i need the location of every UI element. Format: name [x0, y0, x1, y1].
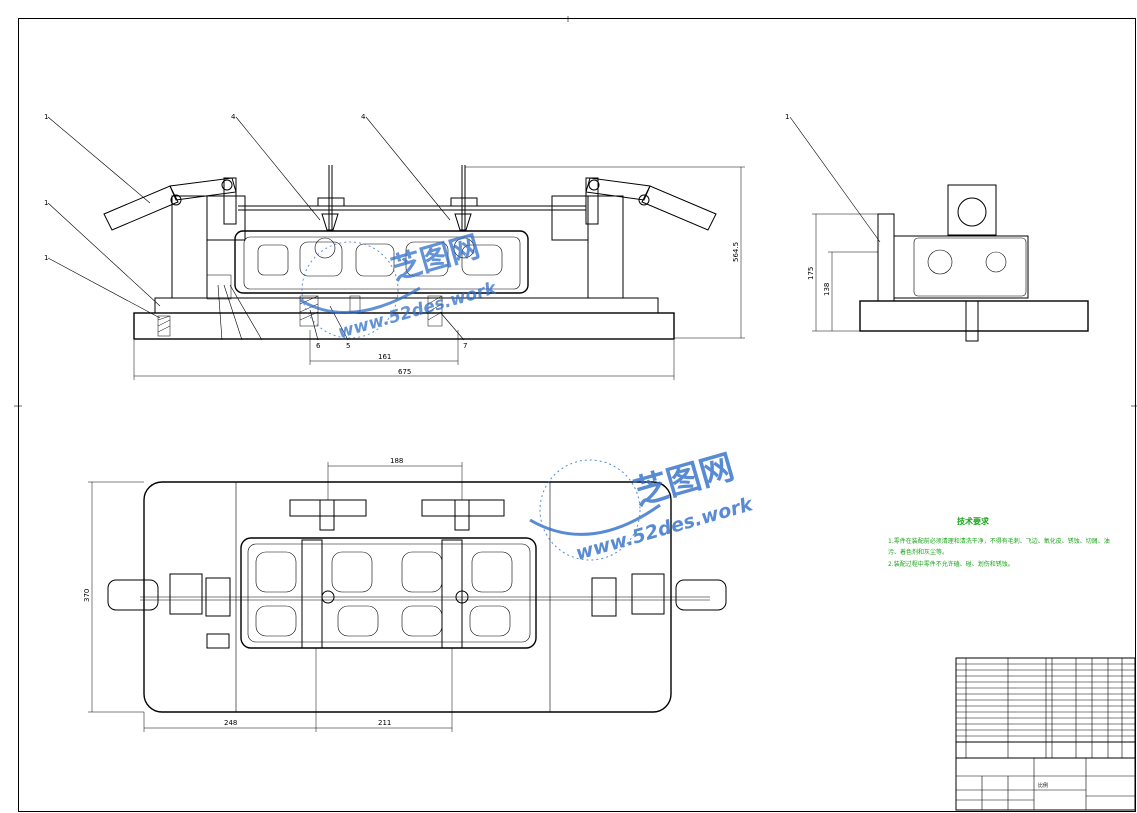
side-upright: [877, 213, 895, 302]
plan-clamp-right: [675, 579, 727, 611]
watermark-top-cn: 芝图网: [388, 229, 484, 287]
head-inner: [243, 236, 521, 290]
plan-head: [240, 537, 537, 649]
plan-top-block-left: [289, 499, 367, 517]
front-view: 1 1 1 4 4 6 5 7 675 161 564.5: [44, 113, 745, 380]
side-block: [893, 235, 1029, 299]
side-stem: [965, 300, 979, 342]
dim-span: 161: [378, 353, 391, 361]
label-5: 5: [346, 342, 350, 350]
plan-ports: [255, 551, 513, 637]
plan-top-block-right: [421, 499, 505, 517]
side-balloon: 1: [785, 113, 789, 121]
head-ports: [257, 237, 503, 277]
pneumatic-cylinder-right: [585, 177, 717, 231]
plan-view: 188 370 248 211: [83, 457, 727, 732]
base-riser: [154, 297, 659, 314]
sheet-border: [18, 18, 1136, 812]
watermark-top: 芝图网 www.52des.work: [299, 229, 500, 343]
plan-clamp-left: [107, 579, 159, 611]
balloon-4b: 4: [361, 113, 366, 121]
plan-dim-bottom-left: 248: [224, 719, 237, 727]
plan-dim-left: 370: [83, 589, 91, 602]
title-block-scale: 比例: [1038, 782, 1048, 789]
dim-overall-width: 675: [398, 368, 411, 376]
plan-clamp-bar-left: [301, 539, 323, 649]
tech-notes: 技术要求 1.零件在装配前必须清理和清洗干净，不得有毛刺、飞边、氧化皮、锈蚀、切…: [888, 516, 1110, 568]
tech-note-3: 2.装配过程中零件不允许磕、碰、划伤和锈蚀。: [888, 560, 1014, 568]
right-bracket: [551, 195, 589, 241]
front-leaders: [47, 116, 465, 341]
tech-note-2: 污、着色剂和灰尘等。: [888, 548, 948, 556]
label-7: 7: [463, 342, 467, 350]
left-bracket: [206, 195, 246, 241]
side-dim-h2: 138: [823, 283, 831, 296]
balloon-1c: 1: [44, 254, 48, 262]
balloon-1a: 1: [44, 113, 48, 121]
side-top-clamp: [947, 184, 997, 236]
dim-height-total: 564.5: [732, 242, 740, 262]
side-view: 1 175 138: [785, 113, 1089, 342]
side-dim-h1: 175: [807, 267, 815, 280]
vertical-clamp-right: [450, 165, 478, 231]
side-head: [913, 237, 1027, 297]
left-upright: [171, 195, 208, 299]
balloon-1b: 1: [44, 199, 48, 207]
cylinder-head: [234, 230, 529, 294]
tech-notes-title: 技术要求: [957, 516, 990, 526]
pneumatic-cylinder-left: [103, 177, 237, 231]
side-base: [859, 300, 1089, 332]
title-block: 比例: [955, 657, 1136, 811]
balloon-4a: 4: [231, 113, 236, 121]
vertical-clamp-left: [317, 165, 345, 231]
tech-note-1: 1.零件在装配前必须清理和清洗干净，不得有毛刺、飞边、氧化皮、锈蚀、切屑、油: [888, 537, 1110, 545]
front-dimensions: [133, 166, 745, 380]
plan-dim-bottom-right: 211: [378, 719, 391, 727]
watermark-bottom: 芝图网 www.52des.work: [529, 447, 756, 565]
plan-clamp-bar-right: [441, 539, 463, 649]
plan-dim-top: 188: [390, 457, 403, 465]
right-upright: [587, 195, 624, 299]
side-clamp-circle: [957, 197, 987, 227]
label-6: 6: [316, 342, 321, 350]
